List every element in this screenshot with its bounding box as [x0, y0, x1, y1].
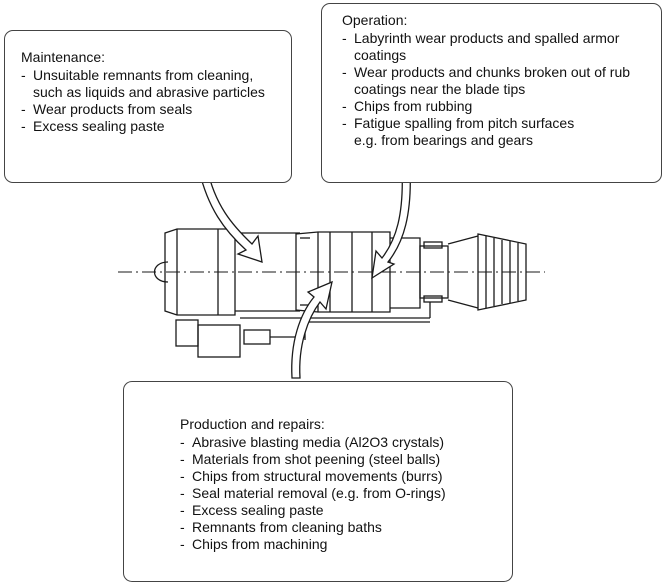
- operation-title: Operation:: [342, 12, 408, 28]
- list-item: Remnants from cleaning baths: [180, 519, 504, 536]
- list-item: Chips from machining: [180, 536, 504, 553]
- engine-compressor-casing: [295, 231, 391, 313]
- engine-nose-cone: [153, 261, 169, 283]
- engine-fan-casing: [164, 228, 300, 316]
- operation-callout-box: Operation: Labyrinth wear products and s…: [321, 3, 662, 183]
- engine-accessory-gearbox: [175, 302, 431, 358]
- list-item: Abrasive blasting media (Al2O3 crystals): [180, 434, 504, 451]
- list-item: Excess sealing paste: [21, 118, 281, 135]
- production-callout-box: Production and repairs: Abrasive blastin…: [123, 381, 513, 582]
- operation-list: Labyrinth wear products and spalled armo…: [342, 30, 653, 132]
- list-item: Labyrinth wear products and spalled armo…: [342, 30, 653, 64]
- list-item: Seal material removal (e.g. from O-rings…: [180, 485, 504, 502]
- arrow-production: [291, 280, 333, 379]
- list-item: Materials from shot peening (steel balls…: [180, 451, 504, 468]
- maintenance-title: Maintenance:: [21, 49, 106, 65]
- arrow-maintenance: [198, 167, 263, 263]
- maintenance-callout-box: Maintenance: Unsuitable remnants from cl…: [4, 30, 292, 183]
- engine-exhaust-nozzle: [477, 233, 527, 311]
- list-item: Unsuitable remnants from cleaning, such …: [21, 67, 281, 101]
- list-item: Excess sealing paste: [180, 502, 504, 519]
- production-list: Abrasive blasting media (Al2O3 crystals)…: [180, 434, 504, 553]
- list-item: Chips from structural movements (burrs): [180, 468, 504, 485]
- production-title: Production and repairs:: [180, 416, 325, 432]
- arrow-operation: [371, 167, 411, 280]
- list-item: Wear products from seals: [21, 101, 281, 118]
- list-item: Wear products and chunks broken out of r…: [342, 64, 653, 98]
- list-item: Chips from rubbing: [342, 98, 653, 115]
- list-item: Fatigue spalling from pitch surfaces: [342, 115, 653, 132]
- engine-turbine-section: [390, 235, 479, 309]
- maintenance-list: Unsuitable remnants from cleaning, such …: [21, 67, 281, 135]
- operation-continuation: e.g. from bearings and gears: [354, 132, 533, 148]
